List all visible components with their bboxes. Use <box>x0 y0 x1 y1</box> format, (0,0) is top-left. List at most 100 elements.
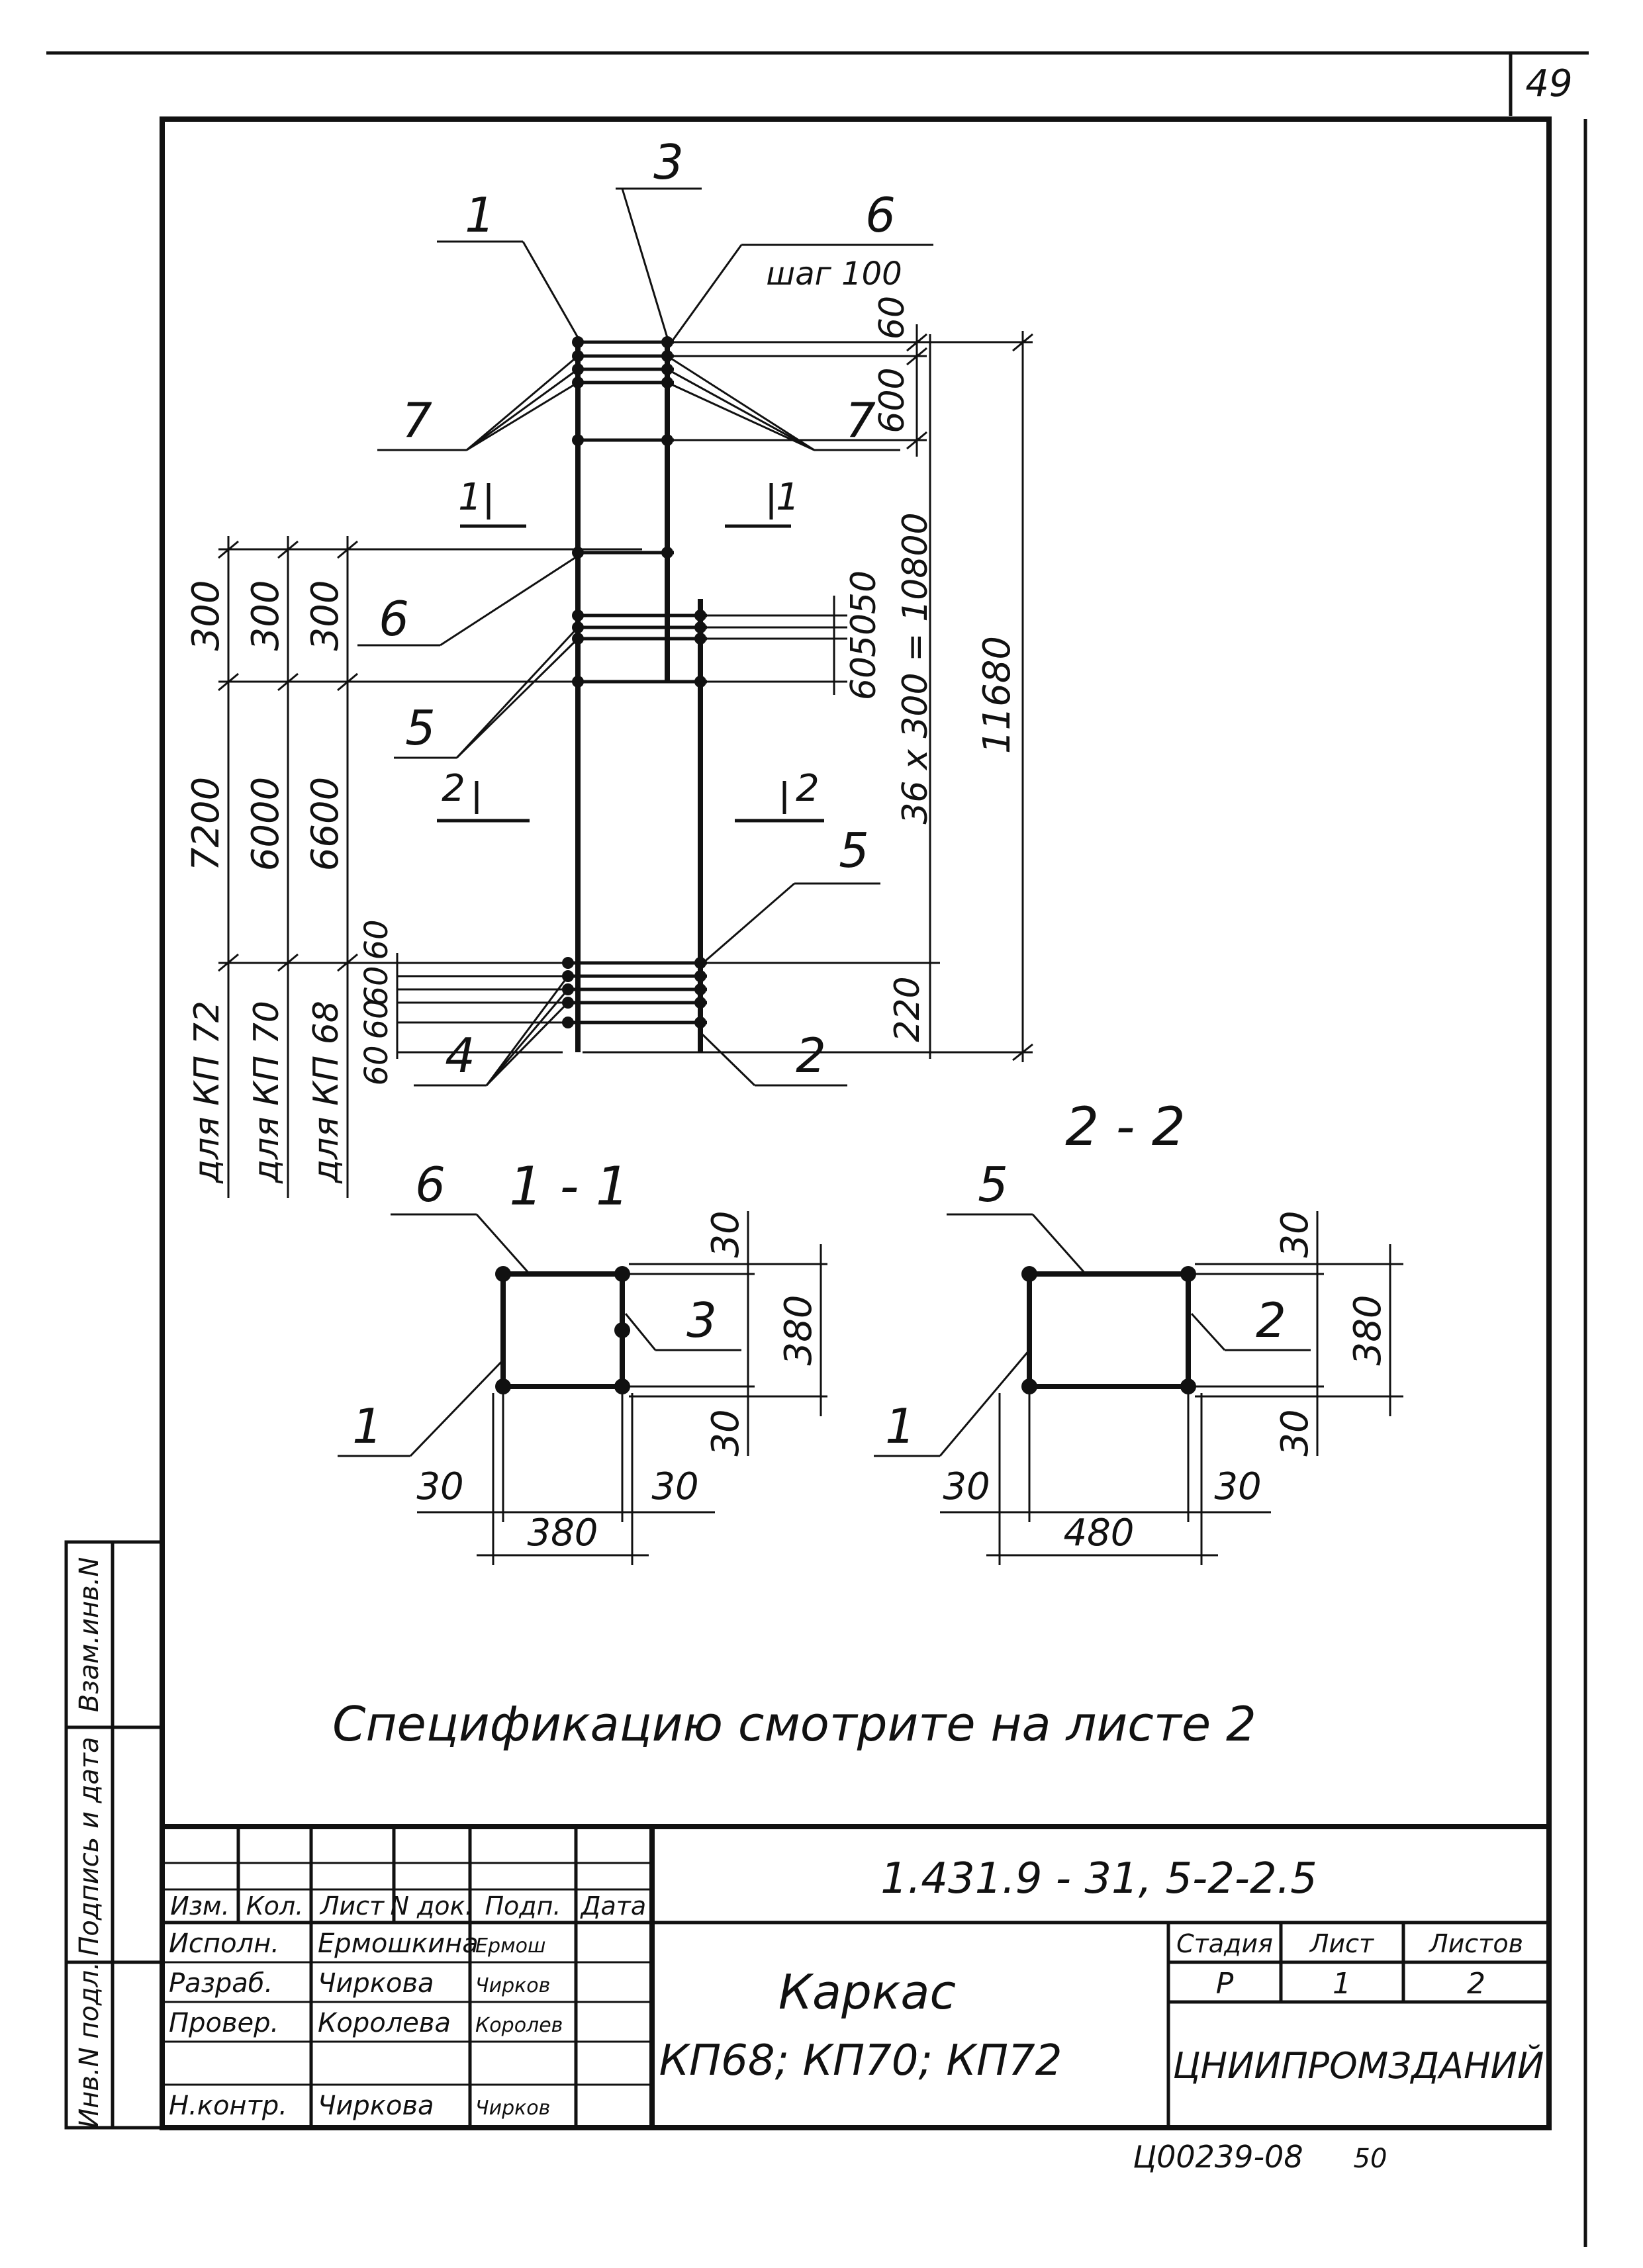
section-mark-1-left: 1 <box>458 476 526 528</box>
sheet-header: Лист <box>1309 1929 1375 1958</box>
side-strip: Взам.инв.N Подпись и дата Инв.N подл. <box>64 1540 164 2130</box>
title-line1: Каркас <box>778 1964 956 2020</box>
sec2-dim-30-right: 30 <box>1214 1465 1261 1508</box>
label-kp70: для КП 70 <box>247 1001 287 1184</box>
section-2-title: 2 - 2 <box>1065 1096 1186 1157</box>
elevation-view: 1 3 6 шаг 100 7 7 6 5 5 4 <box>185 134 1033 1198</box>
dim-50-b: 50 <box>844 613 884 657</box>
stamp-header-kol: Кол. <box>246 1891 304 1921</box>
label-kp72: для КП 72 <box>187 1001 227 1184</box>
dim-11680: 11680 <box>976 636 1019 754</box>
dim-50-a: 50 <box>844 570 884 614</box>
pos-label-1: 1 <box>465 187 495 243</box>
sec1-pos-3: 3 <box>686 1293 717 1348</box>
stamp-role-3: Провер. <box>169 2008 279 2038</box>
stamp-header-list: Лист <box>319 1891 385 1921</box>
title-block: Изм. Кол. Лист N док. Подп. Дата Исполн.… <box>162 1824 1549 2128</box>
specification-note: Спецификацию смотрите на листе 2 <box>332 1696 1256 1752</box>
stamp-header-data: Дата <box>580 1891 646 1921</box>
section-mark-2-right: 2 <box>735 767 824 823</box>
stamp-name-5: Чиркова <box>318 2091 434 2121</box>
section-2-2: 2 - 2 5 2 1 30 380 30 30 30 480 <box>874 1096 1403 1565</box>
svg-text:1: 1 <box>776 476 800 519</box>
dim-300-col2: 300 <box>244 580 287 651</box>
sec1-pos-6: 6 <box>415 1157 446 1212</box>
title-line2: КП68; КП70; КП72 <box>659 2036 1062 2085</box>
side-label-signature: Подпись и дата <box>74 1737 105 1956</box>
sec2-dim-30-left: 30 <box>943 1465 990 1508</box>
pos-label-7-right: 7 <box>845 392 876 448</box>
svg-text:2: 2 <box>442 767 465 810</box>
svg-text:1: 1 <box>458 476 482 519</box>
pos-label-6-mid: 6 <box>379 591 409 647</box>
stage-value: Р <box>1216 1967 1234 2001</box>
sec1-pos-1: 1 <box>352 1398 383 1454</box>
section-mark-2-left: 2 <box>437 767 530 823</box>
stamp-name-3: Королева <box>318 2008 451 2038</box>
stamp-role-1: Исполн. <box>169 1928 279 1959</box>
drawing-frame <box>160 116 1552 2130</box>
section-1-title: 1 - 1 <box>509 1156 630 1217</box>
stamp-sign-2: Чирков <box>475 1974 550 1997</box>
sec2-pos-2: 2 <box>1256 1293 1286 1348</box>
sec2-dim-380-v: 380 <box>1346 1295 1389 1366</box>
sec1-dim-30-right: 30 <box>651 1465 698 1508</box>
section-1-1: 1 - 1 6 3 1 30 380 30 30 30 380 <box>338 1156 827 1565</box>
stamp-role-2: Разраб. <box>169 1968 273 1999</box>
dim-6600: 6600 <box>304 777 347 872</box>
sec2-dim-30-bottom: 30 <box>1274 1409 1317 1456</box>
dim-300-col3: 300 <box>304 580 347 651</box>
stamp-sign-3: Королев <box>475 2014 563 2037</box>
side-label-inventory: Инв.N подл. <box>74 1962 105 2128</box>
sec2-pos-5: 5 <box>978 1157 1008 1212</box>
sec1-dim-30-bottom: 30 <box>704 1409 747 1456</box>
sec1-dim-30-left: 30 <box>416 1465 463 1508</box>
bottom-number: 50 <box>1354 2144 1387 2174</box>
dim-300-col1: 300 <box>185 580 228 651</box>
rebar-dots <box>562 336 706 1028</box>
stamp-role-5: Н.контр. <box>169 2091 287 2121</box>
pos-label-3: 3 <box>653 134 684 190</box>
dim-7200: 7200 <box>185 777 228 872</box>
sec1-dim-380-h: 380 <box>528 1512 598 1555</box>
dim-600: 600 <box>872 367 912 433</box>
sec1-dim-380-v: 380 <box>777 1295 820 1366</box>
pos-label-6-top: 6 <box>865 187 896 243</box>
stamp-name-2: Чиркова <box>318 1968 434 1999</box>
pos-label-4: 4 <box>445 1028 475 1083</box>
bottom-code: Ц00239-08 <box>1133 2139 1303 2175</box>
pos-label-5-left: 5 <box>405 700 436 756</box>
dim-bottom-60-a: 60 <box>358 919 395 960</box>
stamp-sign-1: Ермош <box>475 1934 545 1958</box>
stamp-header-ndok: N док. <box>390 1891 473 1921</box>
pos-label-7-left: 7 <box>402 392 432 448</box>
stamp-header-podp: Подп. <box>485 1891 561 1921</box>
dim-60-mid: 60 <box>844 657 884 700</box>
svg-text:2: 2 <box>796 767 820 810</box>
sheets-header: Листов <box>1428 1929 1523 1958</box>
stage-header: Стадия <box>1176 1929 1273 1958</box>
label-kp68: для КП 68 <box>306 1001 346 1184</box>
sheet-code: 1.431.9 - 31, 5-2-2.5 <box>880 1854 1317 1903</box>
stamp-sign-5: Чирков <box>475 2097 550 2120</box>
dim-bottom-60-d: 60 <box>358 1045 395 1085</box>
dim-6000: 6000 <box>244 777 287 872</box>
page-number: 49 <box>1525 62 1572 105</box>
section-mark-1-right: 1 <box>725 476 800 528</box>
right-dimensions <box>583 324 1033 1062</box>
dim-60-top: 60 <box>872 296 912 340</box>
dim-36x300: 36 x 300 = 10800 <box>896 512 935 824</box>
sec2-dim-30-top: 30 <box>1274 1210 1317 1257</box>
stamp-header-izm: Изм. <box>170 1891 229 1921</box>
sec2-pos-1: 1 <box>885 1398 915 1454</box>
sec2-dim-480-h: 480 <box>1064 1512 1135 1555</box>
dim-bottom-60-b: 60 <box>358 966 395 1006</box>
dim-220: 220 <box>888 976 927 1042</box>
stamp-name-1: Ермошкина <box>318 1928 479 1959</box>
pos-label-2: 2 <box>796 1028 826 1083</box>
organization: ЦНИИПРОМЗДАНИЙ <box>1173 2045 1544 2087</box>
sec1-dim-30-top: 30 <box>704 1210 747 1257</box>
side-label-replacement: Взам.инв.N <box>74 1557 105 1712</box>
sheet-value: 1 <box>1333 1967 1351 2001</box>
